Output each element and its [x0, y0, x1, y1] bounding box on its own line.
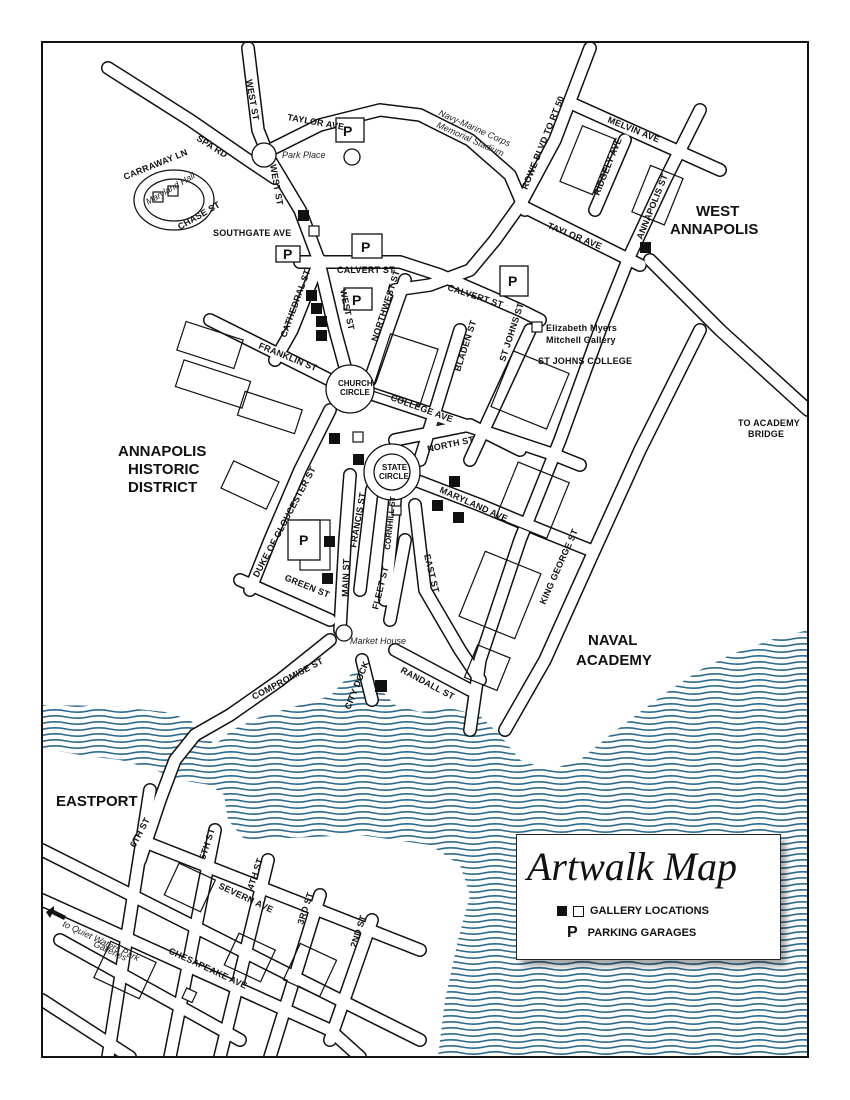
- parking-symbol: P: [299, 532, 308, 548]
- area-label: ANNAPOLIS: [670, 221, 758, 238]
- parking-garage: [275, 245, 301, 263]
- area-label: NAVAL: [588, 632, 637, 649]
- gallery-name-label: Elizabeth Myers: [546, 323, 617, 333]
- gallery-marker-filled: [432, 500, 443, 511]
- parking-symbol: P: [352, 292, 361, 308]
- church-circle-label: CIRCLE: [340, 388, 370, 397]
- legend-box: Artwalk Map GALLERY LOCATIONS P PARKING …: [516, 834, 781, 960]
- gallery-marker-open: [308, 225, 320, 237]
- legend-parking-label: PARKING GARAGES: [587, 927, 697, 939]
- area-label: HISTORIC: [128, 461, 200, 478]
- parking-symbol: P: [283, 246, 292, 262]
- gallery-marker-open: [167, 185, 179, 197]
- gallery-marker-filled: [311, 303, 322, 314]
- gallery-marker-open: [391, 505, 402, 516]
- area-label: BRIDGE: [748, 429, 784, 439]
- gallery-marker-filled: [353, 454, 364, 465]
- gallery-marker-filled: [306, 290, 317, 301]
- park-place-label: Park Place: [282, 150, 326, 160]
- gallery-locations: [152, 185, 651, 1004]
- street-label: SOUTHGATE AVE: [213, 228, 291, 238]
- parking-garage: [343, 287, 373, 311]
- filled-square-icon: [557, 906, 567, 916]
- state-circle-label: STATE: [382, 463, 408, 472]
- street-label: MAIN ST: [340, 558, 351, 597]
- area-label: DISTRICT: [128, 479, 197, 496]
- arrow-left-icon: [46, 906, 66, 920]
- parking-symbol: P: [343, 123, 352, 139]
- legend-gallery-label: GALLERY LOCATIONS: [590, 905, 709, 917]
- church-circle-label: CHURCH: [338, 379, 373, 388]
- state-circle-label: CIRCLE: [379, 472, 409, 481]
- area-label: ST JOHNS COLLEGE: [538, 356, 632, 366]
- area-label: TO ACADEMY: [738, 418, 800, 428]
- gallery-name-label: Mitchell Gallery: [546, 335, 616, 345]
- gallery-marker-filled: [375, 680, 387, 692]
- street-label: CALVERT ST: [337, 265, 395, 275]
- gallery-marker-filled: [329, 433, 340, 444]
- city-blocks: [93, 125, 684, 1000]
- market-house-label: Market House: [350, 636, 406, 646]
- gallery-marker-filled: [316, 330, 327, 341]
- area-label: WEST: [696, 203, 739, 220]
- area-label: EASTPORT: [56, 793, 138, 810]
- gallery-marker-open: [531, 321, 543, 333]
- map-frame: [41, 41, 809, 1058]
- legend-parking-row: P PARKING GARAGES: [557, 924, 696, 942]
- gallery-marker-open: [181, 987, 198, 1004]
- gallery-marker-filled: [298, 210, 309, 221]
- gallery-marker-filled: [640, 242, 651, 253]
- gallery-marker-filled: [316, 316, 327, 327]
- area-label: ACADEMY: [576, 652, 652, 669]
- area-labels: WEST ANNAPOLIS ANNAPOLIS HISTORIC DISTRI…: [56, 203, 800, 810]
- parking-garage: [335, 117, 365, 143]
- gallery-marker-open: [152, 191, 164, 203]
- open-square-icon: [573, 905, 584, 917]
- road-network: [42, 42, 808, 1057]
- gallery-marker-filled: [324, 536, 335, 547]
- area-label: ANNAPOLIS: [118, 443, 206, 460]
- parking-garage: [287, 519, 321, 561]
- gallery-marker-open: [352, 431, 364, 443]
- parking-garage: [499, 265, 529, 297]
- parking-symbol: P: [361, 239, 370, 255]
- gallery-marker-filled: [322, 573, 333, 584]
- parking-symbol: P: [508, 273, 517, 289]
- legend-gallery-row: GALLERY LOCATIONS: [557, 905, 709, 917]
- parking-p-icon: P: [567, 924, 578, 941]
- parking-garage: [351, 233, 383, 259]
- map-title: Artwalk Map: [527, 844, 737, 889]
- parking-garages: P P P P P P: [275, 117, 529, 561]
- gallery-marker-filled: [449, 476, 460, 487]
- traffic-circles: [133, 142, 421, 642]
- gallery-marker-filled: [453, 512, 464, 523]
